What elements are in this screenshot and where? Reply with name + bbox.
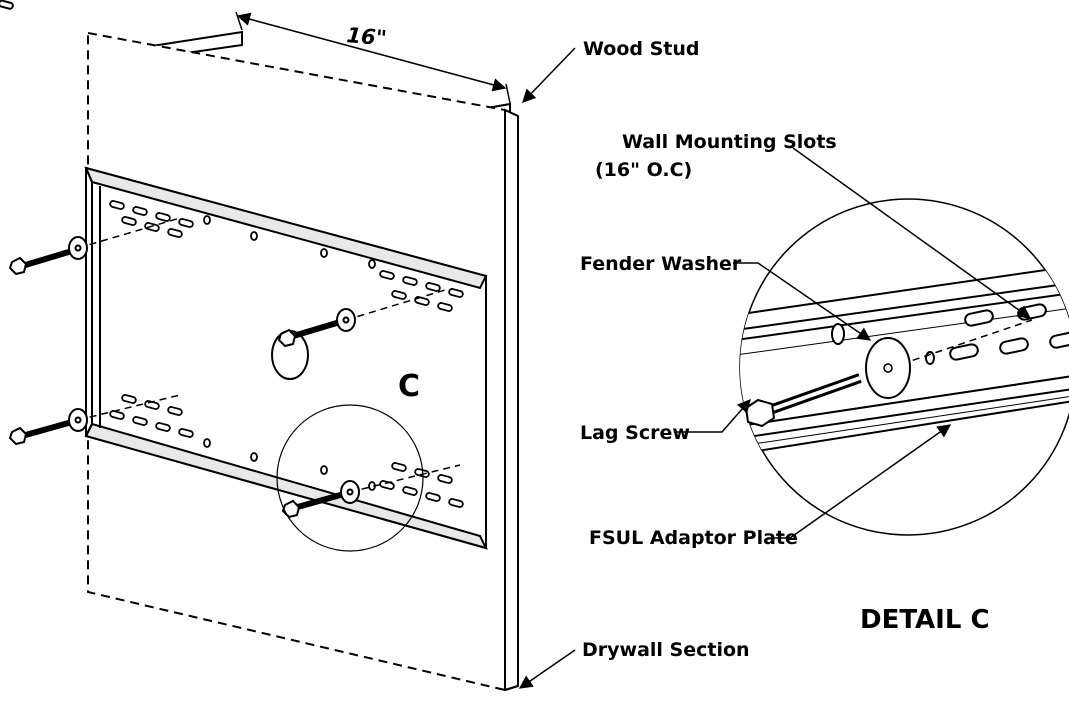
plate-slot-rows xyxy=(109,200,464,508)
callout-letter: C xyxy=(398,369,420,404)
wood-stud-leader xyxy=(522,47,576,103)
lag-screw-center xyxy=(277,308,356,348)
dimension-label: 16" xyxy=(346,23,388,50)
lag-screw-top-left xyxy=(8,236,88,276)
lag-screw-bottom-right xyxy=(281,480,360,519)
drywall-leader xyxy=(518,649,576,689)
detail-title: DETAIL C xyxy=(860,605,990,635)
lag-screw-label: Lag Screw xyxy=(580,422,690,444)
detail-leaders xyxy=(677,147,1032,539)
dimension-16in xyxy=(235,11,511,104)
drywall-label: Drywall Section xyxy=(582,639,750,661)
fsul-plate-label: FSUL Adaptor Plate xyxy=(589,527,798,549)
wood-stud-label: Wood Stud xyxy=(583,38,700,60)
lag-screw-head-detail xyxy=(744,398,776,428)
screw-guide-lines xyxy=(77,217,461,493)
lag-screw-bottom-left xyxy=(8,408,88,446)
detail-callout-circle xyxy=(276,404,424,552)
wall-slots-label-line1: Wall Mounting Slots xyxy=(622,131,837,153)
fender-washer-label: Fender Washer xyxy=(580,253,742,275)
detail-view xyxy=(739,198,1069,536)
wall-slots-label-line2: (16" O.C) xyxy=(595,159,692,181)
plate-slots xyxy=(0,0,14,10)
